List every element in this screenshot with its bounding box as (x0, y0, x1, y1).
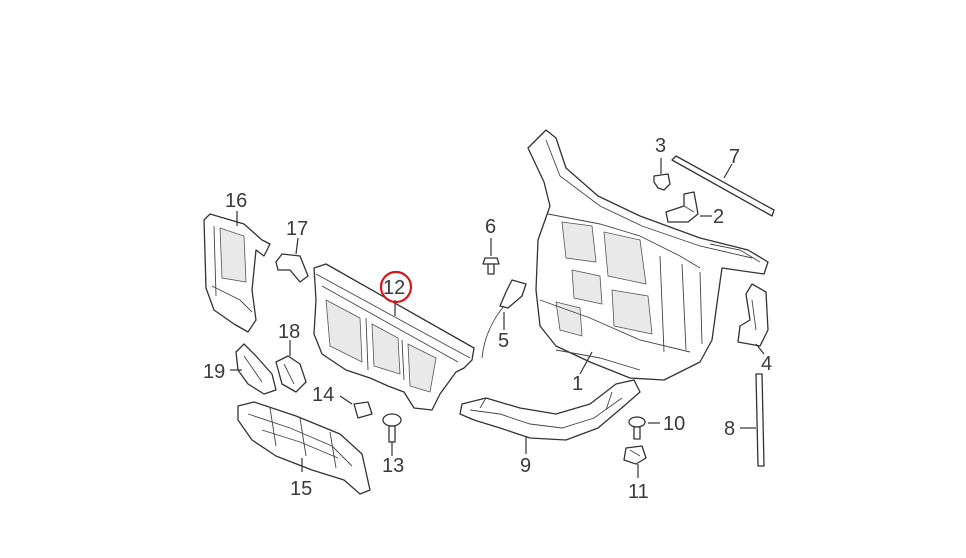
part-2-bracket[interactable] (665, 191, 699, 223)
callout-2[interactable]: 2 (713, 206, 724, 228)
part-17-small-bracket[interactable] (275, 253, 309, 283)
callout-6[interactable]: 6 (485, 216, 496, 238)
callout-4[interactable]: 4 (761, 353, 772, 375)
part-8-vertical-seal[interactable] (755, 373, 765, 467)
part-12-air-duct[interactable] (313, 263, 475, 411)
callout-19[interactable]: 19 (203, 361, 225, 383)
callout-10[interactable]: 10 (663, 413, 685, 435)
part-16-side-duct[interactable] (203, 213, 271, 333)
part-15-lower-deflector[interactable] (237, 401, 371, 495)
part-14-clip[interactable] (353, 401, 373, 419)
callout-11[interactable]: 11 (628, 481, 649, 503)
callout-12[interactable]: 12 (383, 277, 405, 299)
part-19-deflector-piece[interactable] (235, 343, 277, 395)
callout-16[interactable]: 16 (225, 190, 247, 212)
part-3-clip[interactable] (653, 173, 671, 191)
callout-3[interactable]: 3 (655, 135, 666, 157)
callout-5[interactable]: 5 (498, 330, 509, 352)
callout-13[interactable]: 13 (382, 455, 404, 477)
callout-9[interactable]: 9 (520, 455, 531, 477)
callout-8[interactable]: 8 (724, 418, 735, 440)
callout-17[interactable]: 17 (286, 218, 308, 240)
part-6-bolt[interactable] (482, 257, 500, 275)
part-10-screw[interactable] (628, 416, 646, 440)
callout-7[interactable]: 7 (729, 146, 740, 168)
part-7-seal-strip[interactable] (671, 155, 775, 217)
part-1-front-end-carrier[interactable] (527, 129, 769, 381)
callout-18[interactable]: 18 (278, 321, 300, 343)
callout-1[interactable]: 1 (572, 373, 583, 395)
part-5-hood-rod[interactable] (481, 279, 527, 359)
callout-14[interactable]: 14 (312, 384, 334, 406)
part-18-mount[interactable] (275, 355, 307, 393)
callout-15[interactable]: 15 (290, 478, 312, 500)
part-9-lower-beam[interactable] (459, 379, 641, 441)
part-13-bolt[interactable] (382, 413, 402, 443)
part-4-side-bracket[interactable] (737, 283, 769, 347)
highlight-circle (379, 270, 413, 304)
part-11-clip-nut[interactable] (623, 445, 647, 465)
